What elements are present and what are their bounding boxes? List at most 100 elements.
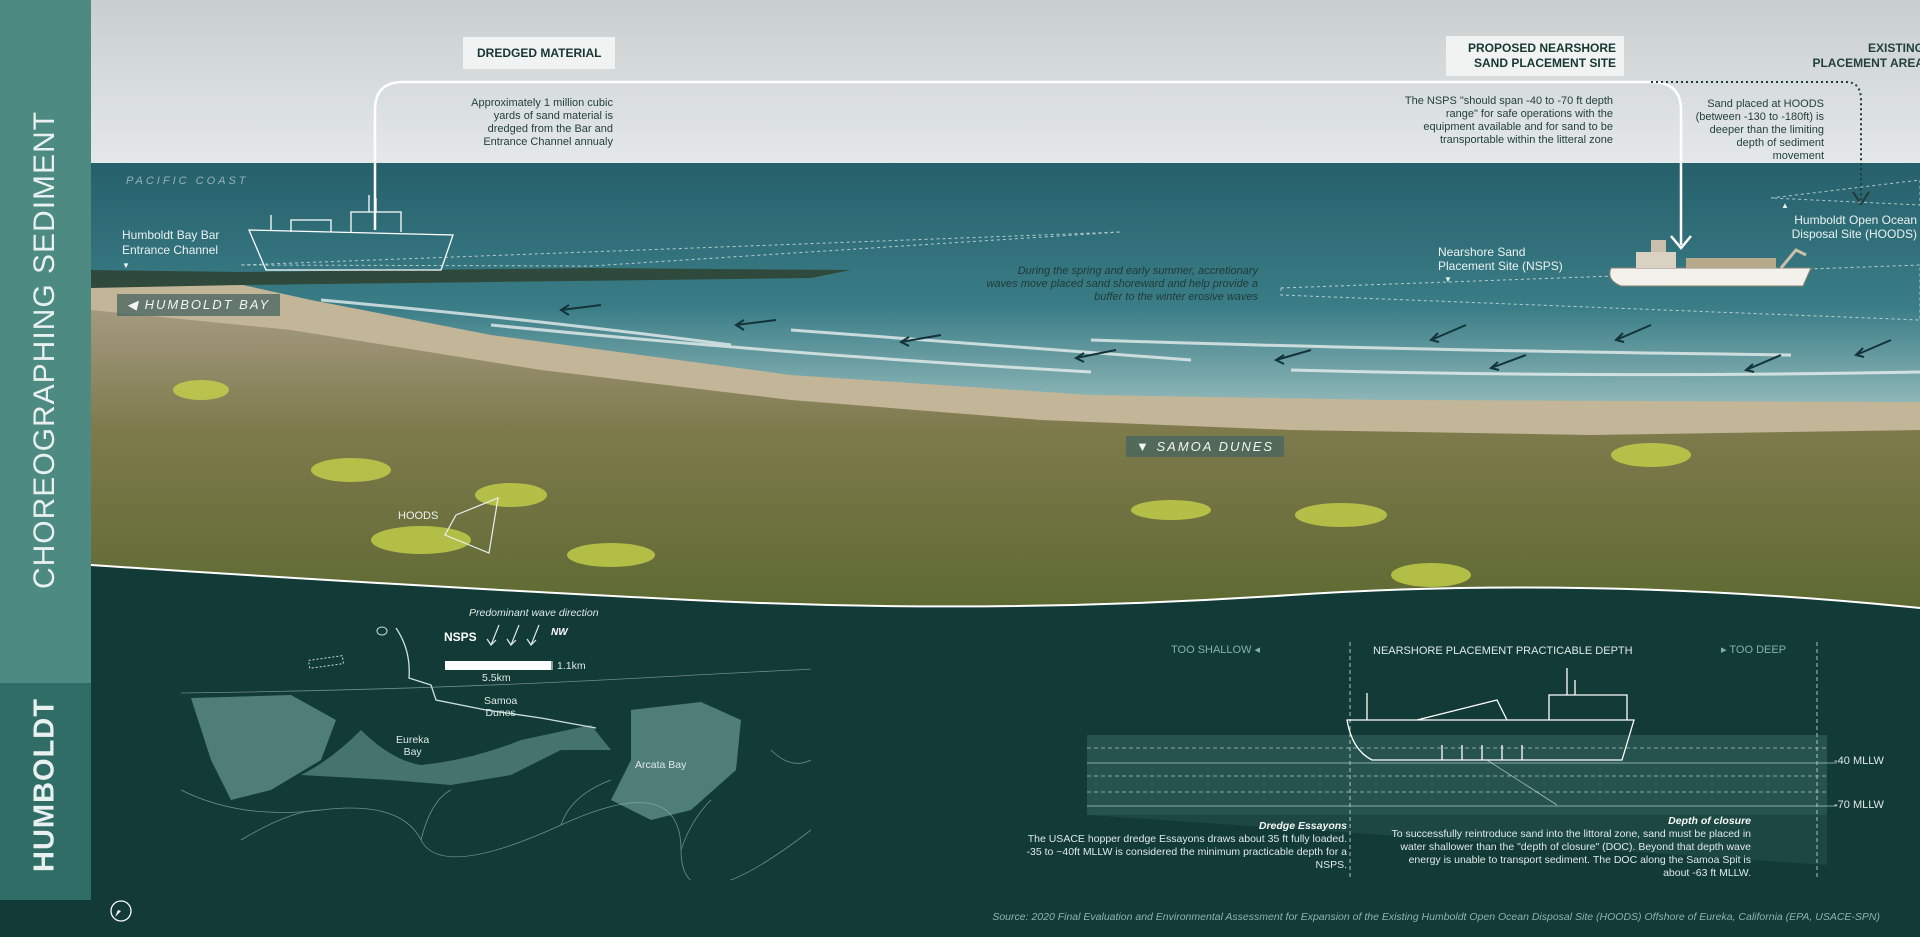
scale-label-1: 1.1km bbox=[557, 660, 586, 672]
hoods-site-line2: Disposal Site (HOODS) bbox=[1791, 227, 1917, 241]
humboldt-bay-label: HUMBOLDT BAY bbox=[144, 297, 271, 312]
eureka-line1: Eureka bbox=[396, 734, 430, 746]
humboldt-bay-map bbox=[180, 624, 811, 880]
sidebar: CHOREOGRAPHING SEDIMENT HUMBOLDT bbox=[0, 0, 91, 900]
depth-diagram bbox=[1087, 642, 1837, 880]
depth-lines bbox=[1087, 747, 1837, 807]
hoods-site-line1: Humboldt Open Ocean bbox=[1794, 213, 1917, 227]
eureka-bay-shape bbox=[191, 695, 336, 800]
entrance-line2: Entrance Channel bbox=[122, 243, 219, 257]
triangle-down-icon: ▼ bbox=[1444, 275, 1452, 284]
humboldt-bay-tag: ◀ HUMBOLDT BAY bbox=[117, 294, 281, 316]
scale-bar bbox=[445, 661, 551, 670]
nsps-site-line2: Placement Site (NSPS) bbox=[1438, 259, 1563, 273]
plume-line bbox=[1486, 759, 1558, 806]
nsps-box-line1: PROPOSED NEARSHORE bbox=[1468, 41, 1617, 55]
map-hoods-marker bbox=[376, 626, 388, 636]
dredged-material-box: DREDGED MATERIAL bbox=[463, 37, 616, 69]
waves-text: During the spring and early summer, accr… bbox=[986, 265, 1259, 303]
dredge-ship-left-icon bbox=[248, 195, 454, 271]
wave-arrows bbox=[559, 304, 1892, 373]
sidebar-bottom-panel bbox=[0, 683, 91, 900]
scale-label-2: 5.5km bbox=[482, 672, 511, 684]
mllw-70-label: -70 MLLW bbox=[1834, 799, 1884, 811]
photo-bottom-edge bbox=[91, 565, 1920, 610]
existing-path-line bbox=[1651, 81, 1862, 200]
map-nw-label: NW bbox=[551, 627, 568, 638]
wave-direction-arrows bbox=[486, 624, 540, 646]
map-spit-outline bbox=[395, 627, 597, 729]
dredged-material-text: Approximately 1 million cubic yards of s… bbox=[471, 97, 613, 148]
vegetation bbox=[173, 380, 1691, 587]
too-deep-text: TOO DEEP bbox=[1729, 644, 1787, 656]
dredge-ship-right-icon bbox=[1609, 240, 1812, 287]
dredge-essayons-block: Dredge Essayons The USACE hopper dredge … bbox=[1011, 820, 1347, 872]
map-nsps-label: NSPS bbox=[444, 630, 477, 644]
depth-closure-block: Depth of closure To successfully reintro… bbox=[1391, 815, 1751, 880]
mllw-40-label: -40 MLLW bbox=[1834, 755, 1884, 767]
wave-direction-label: Predominant wave direction bbox=[469, 607, 599, 619]
triangle-left-icon: ◀ bbox=[127, 297, 145, 312]
sediment-path-line bbox=[373, 80, 1683, 245]
eureka-map-label: Eureka Bay bbox=[396, 734, 429, 758]
nsps-box: PROPOSED NEARSHORE SAND PLACEMENT SITE bbox=[1446, 36, 1625, 76]
dredge-title: Dredge Essayons bbox=[1258, 820, 1347, 832]
existing-title-line2: PLACEMENT AREA bbox=[1812, 56, 1920, 70]
triangle-left-icon: ◂ bbox=[1251, 644, 1261, 656]
source-citation: Source: 2020 Final Evaluation and Enviro… bbox=[992, 911, 1880, 923]
hoods-site-label: ▲ Humboldt Open Ocean Disposal Site (HOO… bbox=[1781, 199, 1917, 241]
seabed-wedge bbox=[1087, 815, 1827, 865]
practicable-depth-band bbox=[1087, 735, 1827, 815]
existing-text: Sand placed at HOODS (between -130 to -1… bbox=[1695, 98, 1824, 162]
too-deep-label: ▸ TOO DEEP bbox=[1721, 643, 1786, 656]
channel-shape bbox=[301, 725, 611, 785]
too-shallow-text: TOO SHALLOW bbox=[1171, 644, 1252, 656]
triangle-down-icon: ▼ bbox=[122, 261, 130, 270]
title-choreographing-sediment: CHOREOGRAPHING SEDIMENT bbox=[28, 110, 61, 590]
compass-icon bbox=[110, 900, 132, 922]
sidebar-top-panel bbox=[0, 0, 91, 683]
samoa-line1: Samoa bbox=[484, 695, 518, 707]
title-humboldt: HUMBOLDT bbox=[28, 698, 61, 872]
photo-edge-line bbox=[91, 564, 1920, 609]
arcata-bay-shape bbox=[611, 702, 741, 820]
hoods-small-outline bbox=[444, 497, 499, 554]
dredge-text: The USACE hopper dredge Essayons draws a… bbox=[1026, 833, 1347, 871]
dunes bbox=[91, 310, 1920, 610]
eureka-line2: Bay bbox=[403, 746, 422, 758]
closure-text: To successfully reintroduce sand into th… bbox=[1391, 828, 1751, 879]
map-nsps-marker bbox=[308, 655, 344, 669]
surf-lines bbox=[320, 298, 1920, 377]
photo-illustration bbox=[91, 0, 1920, 610]
pacific-coast-label: PACIFIC COAST bbox=[126, 175, 249, 187]
entrance-line1: Humboldt Bay Bar bbox=[122, 228, 220, 242]
bottom-panel: Predominant wave direction NSPS NW 1.1km… bbox=[91, 607, 1920, 937]
jetty bbox=[91, 268, 851, 288]
arcata-map-label: Arcata Bay bbox=[635, 759, 687, 771]
closure-title: Depth of closure bbox=[1668, 815, 1751, 827]
practicable-depth-label: NEARSHORE PLACEMENT PRACTICABLE DEPTH bbox=[1373, 645, 1633, 657]
triangle-right-icon: ▸ bbox=[1721, 644, 1730, 656]
triangle-down-icon: ▼ bbox=[1136, 439, 1157, 454]
nsps-site-line1: Nearshore Sand bbox=[1438, 245, 1526, 259]
samoa-dunes-map-label: Samoa Dunes bbox=[484, 695, 517, 719]
map-rivers bbox=[180, 749, 811, 880]
samoa-line2: Dunes bbox=[485, 707, 516, 719]
arrow-down-icon bbox=[1670, 235, 1692, 250]
samoa-dunes-tag: ▼ SAMOA DUNES bbox=[1126, 436, 1285, 457]
triangle-up-icon: ▲ bbox=[1781, 201, 1789, 210]
samoa-dunes-label: SAMOA DUNES bbox=[1156, 439, 1275, 454]
dredge-essayons-icon bbox=[1346, 668, 1635, 761]
nsps-text: The NSPS "should span -40 to -70 ft dept… bbox=[1404, 95, 1613, 146]
channel-outline bbox=[240, 231, 1122, 267]
aerial-photo: DREDGED MATERIAL Approximately 1 million… bbox=[91, 0, 1920, 610]
hoods-small-label: HOODS bbox=[398, 510, 439, 522]
existing-placement-title: EXISTING PLACEMENT AREA bbox=[1711, 41, 1920, 71]
arrow-down-dark-icon bbox=[1852, 191, 1870, 206]
existing-title-line1: EXISTING bbox=[1867, 41, 1920, 55]
nsps-box-line2: SAND PLACEMENT SITE bbox=[1474, 56, 1617, 70]
entrance-channel-label: Humboldt Bay Bar Entrance Channel ▼ bbox=[122, 228, 219, 273]
map-coastline bbox=[180, 668, 811, 694]
nsps-site-label: Nearshore Sand Placement Site (NSPS) ▼ bbox=[1438, 245, 1563, 287]
too-shallow-label: TOO SHALLOW ◂ bbox=[1171, 643, 1260, 656]
